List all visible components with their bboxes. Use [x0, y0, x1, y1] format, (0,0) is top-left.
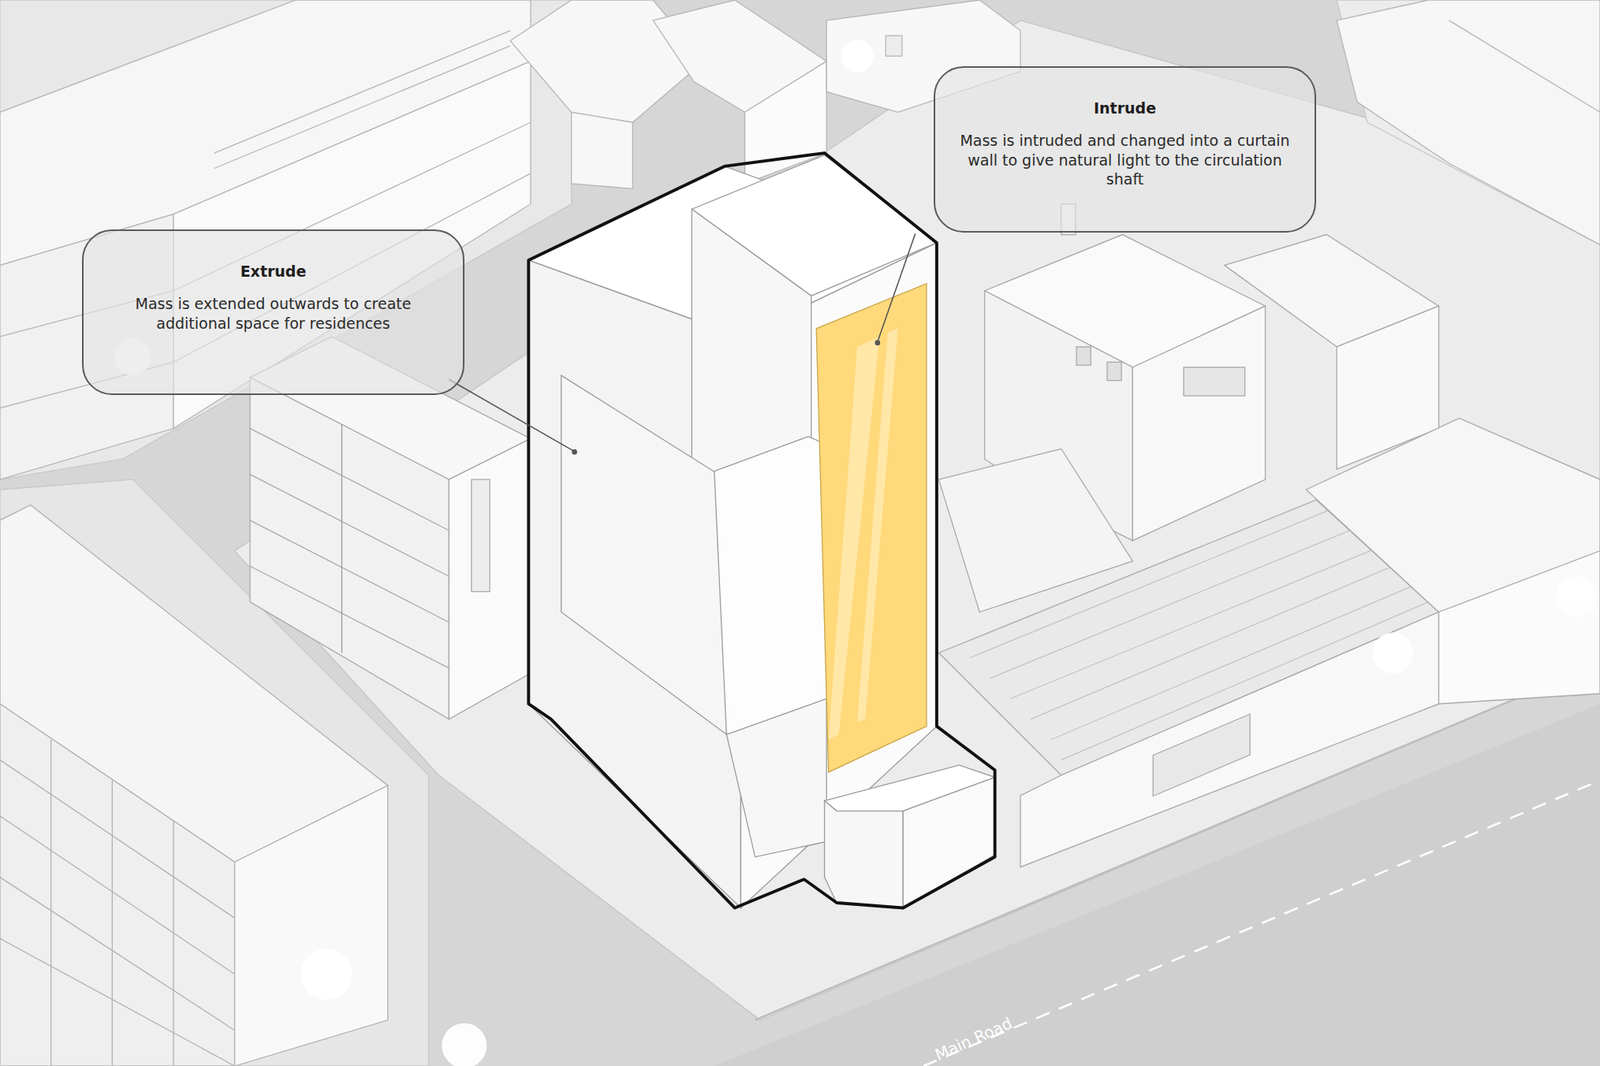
- callout-heading: Extrude: [105, 262, 441, 280]
- callout-text: Mass is intruded and changed into a curt…: [957, 130, 1293, 190]
- callout-box: ExtrudeMass is extended outwards to crea…: [82, 229, 465, 396]
- callout-heading: Intrude: [957, 99, 1293, 117]
- callout-text: Mass is extended outwards to create addi…: [105, 294, 441, 333]
- callout-box: IntrudeMass is intruded and changed into…: [933, 66, 1317, 233]
- street-name: Main Road: [932, 1014, 1015, 1065]
